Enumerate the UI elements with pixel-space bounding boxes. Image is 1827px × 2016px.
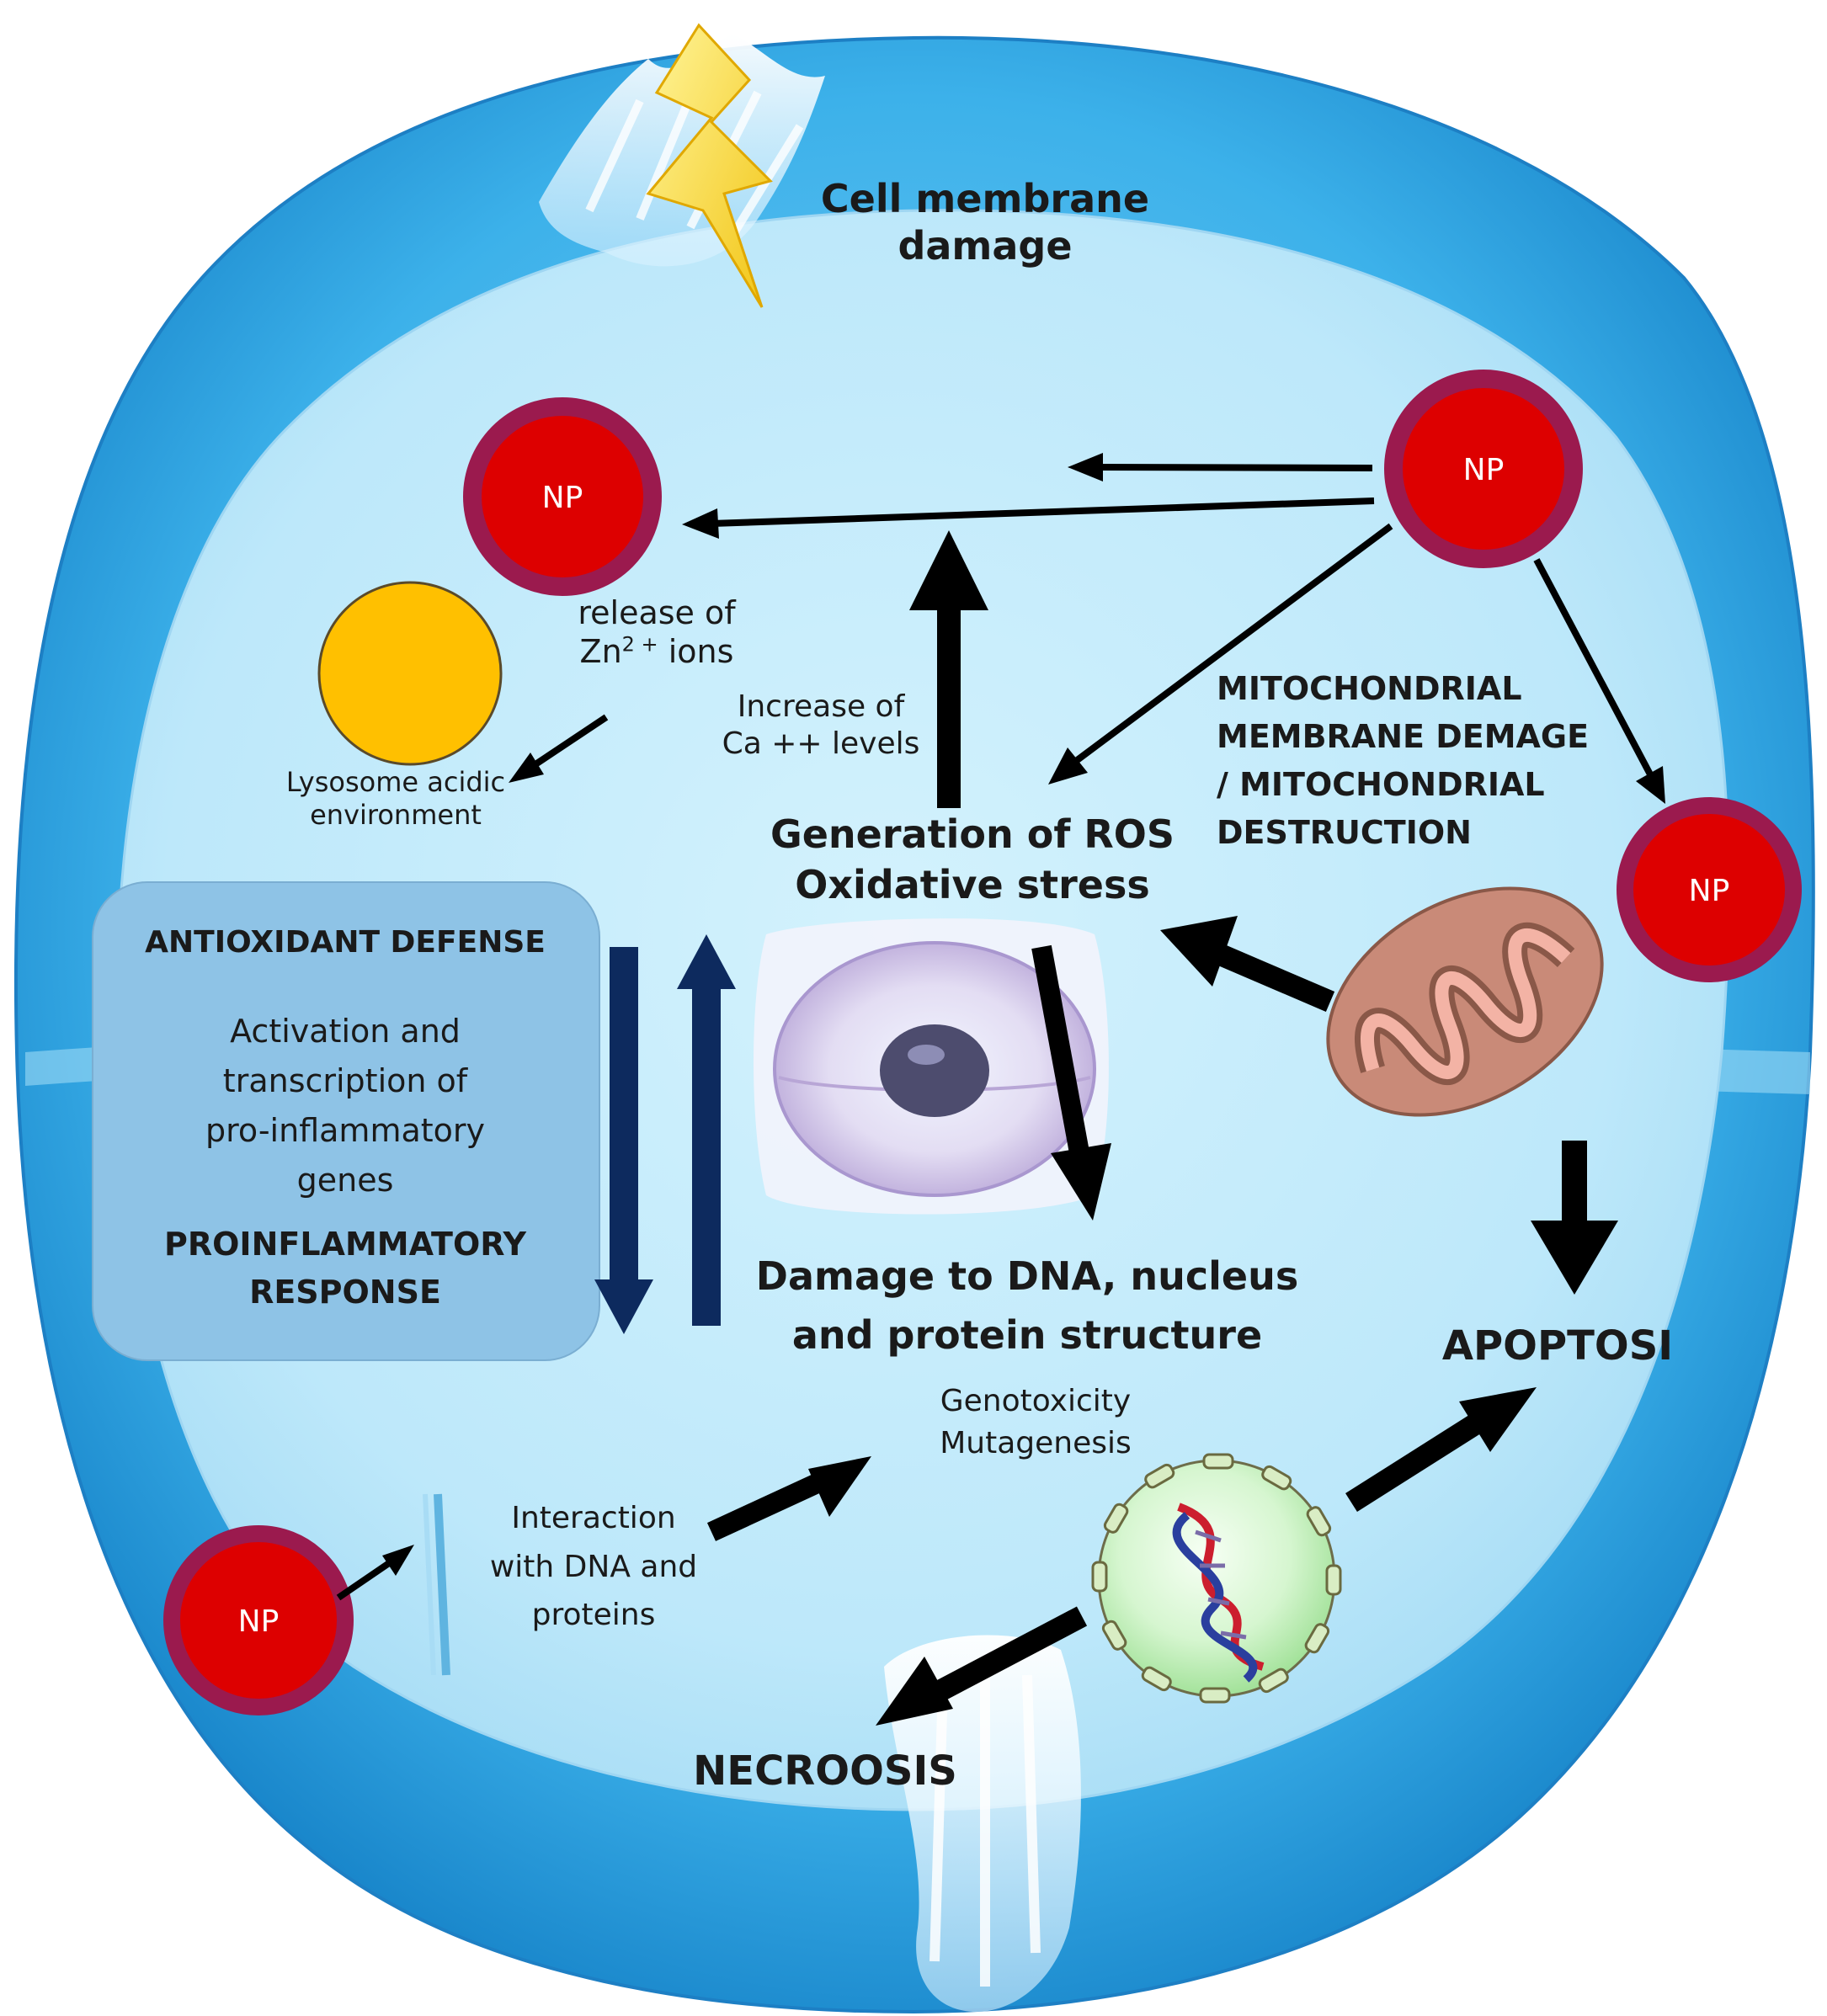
lysosome-label: Lysosome acidic environment [261, 766, 530, 832]
dna-damage-line1: Damage to DNA, nucleus [755, 1253, 1299, 1299]
nanoparticle-bottom-left: NP [163, 1525, 354, 1715]
arrow-zinc-to-lysosome [509, 714, 609, 783]
apoptosis-label: APOPTOSI [1441, 1322, 1674, 1370]
arrow-defense-up [677, 934, 736, 1326]
dna-nucleus [1091, 1453, 1342, 1704]
proinflammatory-label: PROINFLAMMATORY RESPONSE [109, 1221, 581, 1317]
title-line1: Cell membrane [820, 176, 1150, 221]
arrow-dna-to-apoptosis [1345, 1387, 1537, 1512]
arrow-np-to-upper [1068, 453, 1373, 481]
np-label: NP [542, 481, 583, 515]
arrow-defense-down [594, 947, 653, 1334]
membrane-rupture-top [539, 34, 825, 267]
zinc-release-label: release of Zn2 + ions [539, 593, 775, 672]
arrow-ros-to-dna-damage [1031, 944, 1111, 1221]
arrow-np-to-np [682, 497, 1375, 539]
defense-line2: transcription of [222, 1061, 468, 1099]
arrow-mitochondria-to-apoptosis [1531, 1141, 1618, 1295]
arrow-interaction-to-damage [706, 1456, 871, 1541]
membrane-rupture-bottom [884, 1635, 1081, 2012]
arrow-dna-to-necrosis [876, 1606, 1088, 1726]
arrow-np-to-ros [1048, 523, 1393, 785]
interaction-line1: Interaction [511, 1501, 676, 1535]
zinc-symbol: Zn [579, 633, 622, 671]
ros-line1: Generation of ROS [770, 811, 1175, 857]
ros-label: Generation of ROS Oxidative stress [741, 810, 1204, 911]
nanoparticle-top-right: NP [1384, 370, 1583, 568]
title-cell-membrane-damage: Cell membrane damage [775, 175, 1196, 269]
defense-heading: ANTIOXIDANT DEFENSE [145, 925, 546, 960]
calcium-line2: Ca ++ levels [722, 726, 920, 761]
dna-damage-label: Damage to DNA, nucleus and protein struc… [732, 1247, 1322, 1365]
defense-line3: pro-inflammatory [205, 1111, 486, 1149]
genotoxicity-line2: Mutagenesis [940, 1426, 1132, 1461]
np-label: NP [1689, 874, 1730, 908]
lightning-bolt-icon [646, 23, 773, 308]
mito-line4: DESTRUCTION [1217, 814, 1472, 851]
proinflammatory-line1: PROINFLAMMATORY [164, 1226, 526, 1263]
mito-line2: MEMBRANE DEMAGE [1217, 718, 1590, 755]
title-line2: damage [898, 223, 1073, 269]
dna-damage-line2: and protein structure [791, 1311, 1263, 1358]
np-label: NP [238, 1604, 280, 1639]
genotoxicity-line1: Genotoxicity [940, 1384, 1132, 1418]
ros-line2: Oxidative stress [795, 861, 1150, 907]
mitochondrial-damage-label: MITOCHONDRIAL MEMBRANE DEMAGE / MITOCHON… [1217, 665, 1671, 857]
interaction-label: Interaction with DNA and proteins [471, 1494, 716, 1640]
nanoparticle-top-left: NP [463, 397, 662, 596]
defense-line4: genes [296, 1161, 394, 1199]
defense-line1: Activation and [230, 1013, 461, 1050]
calcium-line1: Increase of [737, 689, 905, 724]
interaction-line3: proteins [531, 1598, 656, 1633]
mitochondrion [1326, 886, 1604, 1117]
arrow-ros-up [909, 530, 988, 808]
antioxidant-defense-box [92, 881, 600, 1361]
arrow-np-to-mitochondria [1533, 558, 1665, 804]
zinc-line1: release of [578, 594, 736, 631]
necrosis-label: NECROOSIS [693, 1747, 957, 1795]
defense-body: Activation and transcription of pro-infl… [118, 1007, 573, 1205]
mito-line1: MITOCHONDRIAL [1217, 670, 1522, 707]
zinc-line2: Zn2 + ions [539, 632, 775, 671]
lysosome [317, 581, 503, 766]
membrane-channel [434, 1493, 450, 1676]
arrow-np-to-channel [336, 1545, 414, 1601]
proinflammatory-line2: RESPONSE [249, 1274, 441, 1311]
zinc-charge: 2 + [621, 632, 658, 657]
lysosome-line1: Lysosome acidic [285, 766, 506, 798]
nucleus-organelle [754, 918, 1109, 1215]
lysosome-line2: environment [310, 799, 482, 832]
nanoparticle-mitochondria: NP [1617, 797, 1802, 982]
arrow-mitochondria-to-ros [1160, 916, 1335, 1012]
genotoxicity-label: Genotoxicity Mutagenesis [926, 1380, 1145, 1465]
np-label: NP [1463, 453, 1505, 487]
calcium-label: Increase of Ca ++ levels [716, 689, 926, 763]
interaction-line2: with DNA and [489, 1549, 698, 1584]
zinc-ions: ions [658, 633, 734, 671]
mito-line3: / MITOCHONDRIAL [1217, 766, 1545, 803]
membrane-channel-edge [423, 1493, 436, 1676]
